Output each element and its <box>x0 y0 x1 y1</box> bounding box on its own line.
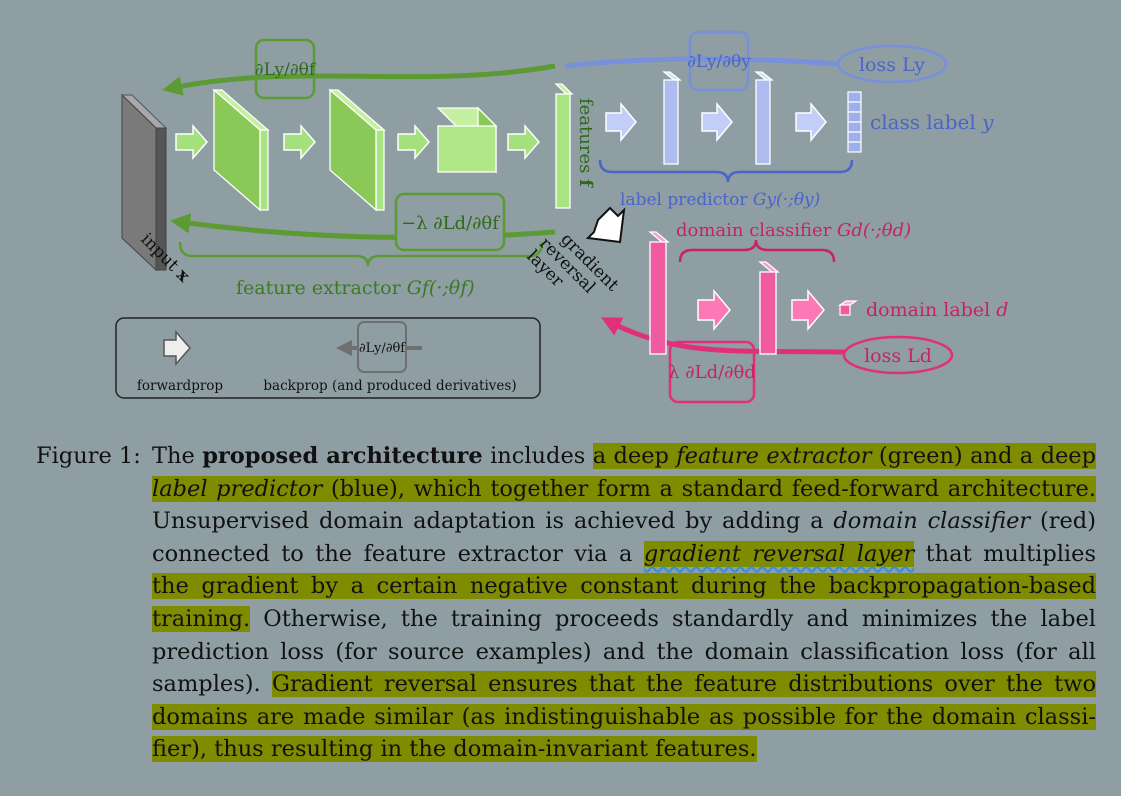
legend-grad-label: ∂Ly/∂θf <box>359 341 406 356</box>
label-predictor-brace <box>598 159 854 183</box>
svg-text:∂Ly/∂θf: ∂Ly/∂θf <box>255 60 317 80</box>
label-predictor-label: label predictor Gy(·;θy) <box>620 190 820 210</box>
features-label: features f <box>575 98 596 188</box>
grl-arrow <box>585 206 626 244</box>
features-vector <box>554 83 574 209</box>
label-layer-2 <box>754 71 774 165</box>
forward-arrow-2 <box>283 124 316 160</box>
legend-forward-label: forwardprop <box>137 378 223 394</box>
caption-line-6: training. Otherwise, the training procee… <box>152 605 1096 632</box>
domain-layer-1 <box>648 231 670 355</box>
caption-label: Figure 1: <box>36 443 141 469</box>
domain-classifier-label: domain classifier Gd(·;θd) <box>676 220 911 241</box>
domain-arrow-1 <box>697 288 731 332</box>
input-layer <box>120 93 168 272</box>
grad-box-y-y: ∂Ly/∂θy <box>687 30 751 92</box>
loss-d-node <box>842 335 954 375</box>
label-arrow-2 <box>701 101 733 143</box>
caption-line-7: prediction loss (for source examples) an… <box>152 638 1096 665</box>
class-label-output <box>847 91 862 153</box>
backprop-arrow-blue <box>564 56 839 69</box>
label-arrow-3 <box>795 101 827 143</box>
feature-layer-1 <box>212 88 270 212</box>
caption-line-10: fier), thus resulting in the domain-inva… <box>152 736 757 763</box>
grad-box-d: λ ∂Ld/∂θd <box>668 340 756 404</box>
feature-layer-3 <box>436 106 498 174</box>
caption-line-2: label predictor (blue), which together f… <box>152 475 1096 502</box>
grad-box-neg: −λ ∂Ld/∂θf <box>394 192 506 252</box>
domain-label-text: domain label d <box>866 299 1008 321</box>
caption-line-5: the gradient by a certain negative const… <box>152 573 1096 600</box>
caption-line-9: domains are made similar (as indistingui… <box>152 703 1096 730</box>
grl-term: gradient reversal layer <box>643 540 915 567</box>
feature-layer-2 <box>328 88 386 212</box>
forward-arrow-4 <box>507 124 540 160</box>
legend-forward-arrow <box>163 330 191 366</box>
feature-extractor-label: feature extractor Gf(·;θf) <box>236 277 475 299</box>
backprop-arrow-pink <box>601 317 846 355</box>
forward-arrow-1 <box>175 124 208 160</box>
backprop-arrow-top <box>162 63 556 96</box>
legend-box: forwardprop ∂Ly/∂θf backprop (and produc… <box>115 317 541 399</box>
caption-line-1: The proposed architecture includes a dee… <box>152 443 1097 469</box>
svg-text:∂Ly/∂θy: ∂Ly/∂θy <box>687 52 751 72</box>
caption-body: The proposed architecture includes a dee… <box>152 440 1097 766</box>
loss-d-label: loss Ld <box>864 345 932 367</box>
domain-label-output <box>838 300 858 316</box>
legend-back-label: backprop (and produced derivatives) <box>263 378 516 394</box>
feature-extractor-brace <box>178 241 544 267</box>
domain-arrow-2 <box>791 288 825 332</box>
caption-line-3: Unsupervised domain adaptation is achiev… <box>152 508 1096 535</box>
label-arrow-1 <box>605 101 637 143</box>
loss-y-node <box>836 44 948 84</box>
caption-line-4: connected to the feature extractor via a… <box>152 540 1096 567</box>
caption-line-8: samples). Gradient reversal ensures that… <box>152 671 1097 698</box>
domain-classifier-brace <box>678 239 836 263</box>
grad-box-y-f: ∂Ly/∂θf <box>254 38 317 100</box>
loss-y-label: loss Ly <box>859 54 925 76</box>
architecture-diagram: input x features f <box>115 30 1008 404</box>
class-label-text: class label y <box>870 110 994 134</box>
svg-text:−λ ∂Ld/∂θf: −λ ∂Ld/∂θf <box>401 213 500 234</box>
domain-layer-2 <box>758 261 780 355</box>
label-layer-1 <box>662 71 682 165</box>
svg-text:λ ∂Ld/∂θd: λ ∂Ld/∂θd <box>668 362 756 383</box>
forward-arrow-3 <box>397 124 430 160</box>
